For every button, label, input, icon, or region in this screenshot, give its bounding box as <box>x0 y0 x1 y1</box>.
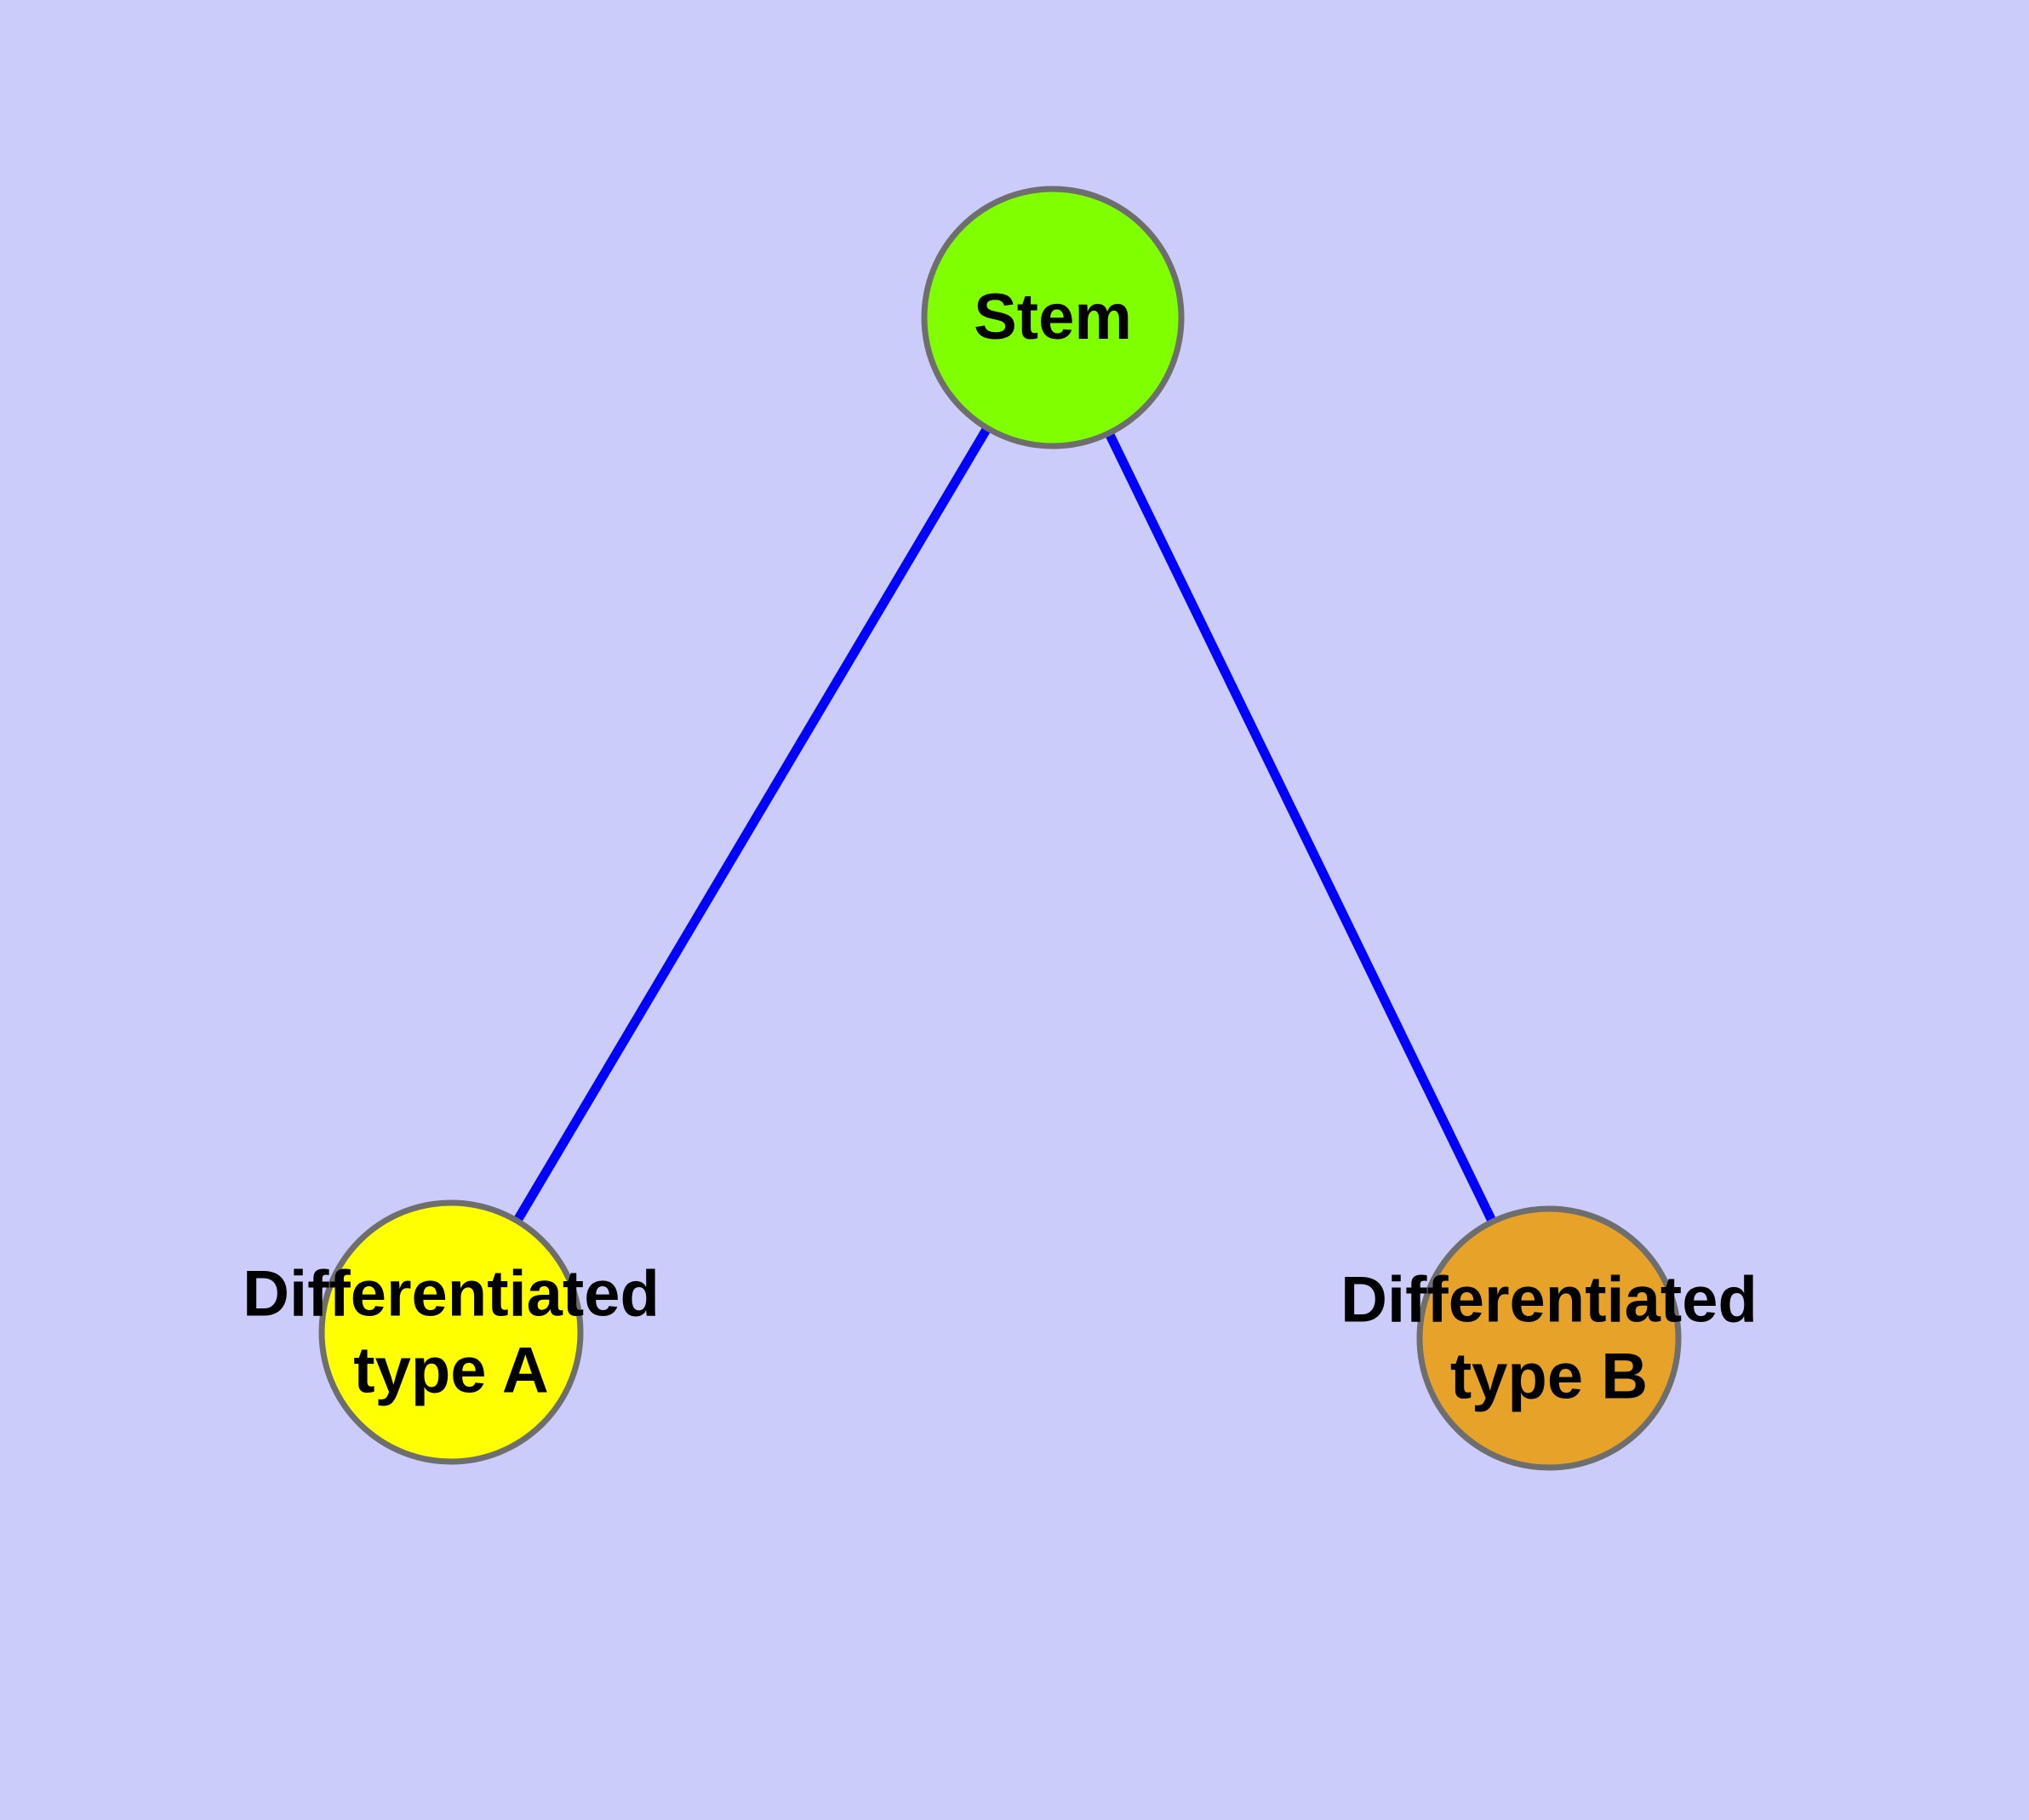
graph-node-stem[interactable] <box>921 186 1185 449</box>
graph-node-diff-type-b[interactable] <box>1416 1205 1682 1471</box>
graph-node-diff-type-a[interactable] <box>318 1199 584 1465</box>
graph-edge[interactable] <box>447 315 1057 1335</box>
node-layer <box>318 186 1682 1471</box>
edge-layer <box>447 315 1553 1341</box>
graph-edge[interactable] <box>1049 315 1553 1341</box>
